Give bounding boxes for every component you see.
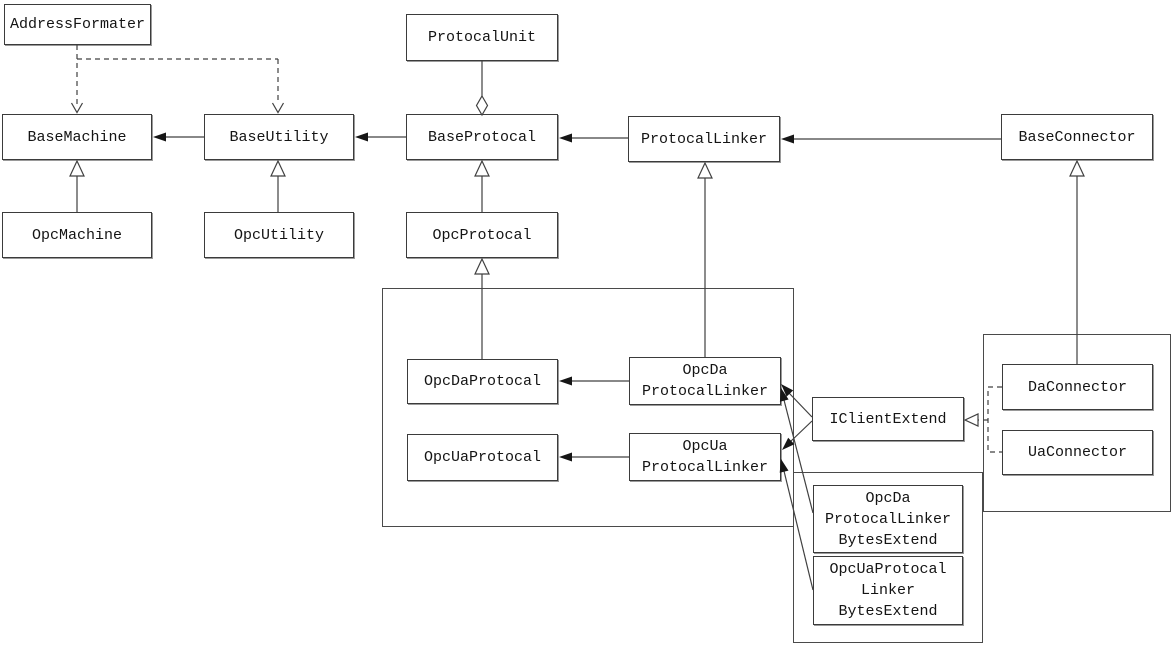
hollow-diamond-icon [475,94,489,117]
filled-arrowhead-icon [559,133,572,143]
class-box-baseprotocal: BaseProtocal [406,114,558,160]
hollow-triangle-arrowhead-icon [1069,159,1085,177]
class-box-opcuaprotocallinkerbytesextend: OpcUaProtocal Linker BytesExtend [813,556,963,625]
class-box-baseconnector: BaseConnector [1001,114,1153,160]
class-label-protocallinker: ProtocalLinker [640,130,768,148]
class-label-daconnector: DaConnector [1027,378,1128,396]
class-box-protocalunit: ProtocalUnit [406,14,558,61]
class-box-uaconnector: UaConnector [1002,430,1153,475]
class-box-opcmachine: OpcMachine [2,212,152,258]
class-label-opcmachine: OpcMachine [31,226,122,244]
open-v-arrowhead-icon [70,102,84,114]
class-label-opcuaprotocallinker: OpcUa ProtocalLinker [641,438,769,476]
edge-baseutility-basemachine-association [153,132,204,142]
class-label-opcuaprotocallinkerbytesextend: OpcUaProtocal Linker BytesExtend [829,561,947,620]
class-box-opcprotocal: OpcProtocal [406,212,558,258]
class-label-uaconnector: UaConnector [1027,444,1128,461]
class-box-opcdaprotocal: OpcDaProtocal [407,359,558,404]
class-label-addressformater: AddressFormater [9,16,146,33]
hollow-triangle-arrowhead-icon [697,161,713,179]
class-label-baseutility: BaseUtility [229,128,329,146]
edge-protocallinker-baseprotocal-association [559,133,628,143]
class-box-baseutility: BaseUtility [204,114,354,160]
class-label-opcdaprotocallinker: OpcDa ProtocalLinker [641,362,769,400]
class-label-opcutility: OpcUtility [233,226,324,244]
class-box-iclientextend: IClientExtend [812,397,964,441]
class-box-opcdaprotocallinker: OpcDa ProtocalLinker [629,357,781,405]
class-box-basemachine: BaseMachine [2,114,152,160]
edge-opcprotocal-baseprotocal-inheritance [474,159,490,212]
filled-arrowhead-icon [153,132,166,142]
class-box-opcdaprotocallinkerbytesextend: OpcDa ProtocalLinker BytesExtend [813,485,963,553]
group-box-connectors [983,334,1171,512]
hollow-triangle-arrowhead-icon [474,159,490,177]
group-box-protocal-linker [382,288,794,527]
class-label-baseprotocal: BaseProtocal [427,128,537,146]
class-label-basemachine: BaseMachine [27,128,127,146]
hollow-triangle-arrowhead-icon [474,257,490,275]
hollow-triangle-arrowhead-icon [270,159,286,177]
edge-baseprotocal-baseutility-association [355,132,406,142]
open-v-arrowhead-icon [271,102,285,114]
filled-arrowhead-icon [781,134,794,144]
class-label-opcdaprotocal: OpcDaProtocal [423,373,542,390]
class-label-iclientextend: IClientExtend [829,410,947,428]
hollow-triangle-arrowhead-icon [963,413,979,427]
edge-addressformater-baseutility-dependency [77,58,285,114]
edge-baseconnector-protocallinker-association [781,134,1001,144]
class-box-opcutility: OpcUtility [204,212,354,258]
edge-opcmachine-basemachine-inheritance [69,159,85,212]
class-box-protocallinker: ProtocalLinker [628,116,780,162]
edge-addressformater-basemachine-dependency [70,45,84,114]
class-label-baseconnector: BaseConnector [1018,128,1136,146]
edge-protocalunit-baseprotocal-aggregation [475,61,489,117]
class-label-opcdaprotocallinkerbytesextend: OpcDa ProtocalLinker BytesExtend [824,489,952,549]
class-box-opcuaprotocal: OpcUaProtocal [407,434,558,481]
edge-opcutility-baseutility-inheritance [270,159,286,212]
hollow-triangle-arrowhead-icon [69,159,85,177]
class-box-addressformater: AddressFormater [4,4,151,45]
class-label-protocalunit: ProtocalUnit [427,29,537,46]
filled-arrowhead-icon [355,132,368,142]
class-label-opcuaprotocal: OpcUaProtocal [423,449,542,466]
class-box-opcuaprotocallinker: OpcUa ProtocalLinker [629,433,781,481]
class-box-daconnector: DaConnector [1002,364,1153,410]
class-label-opcprotocal: OpcProtocal [432,226,532,244]
